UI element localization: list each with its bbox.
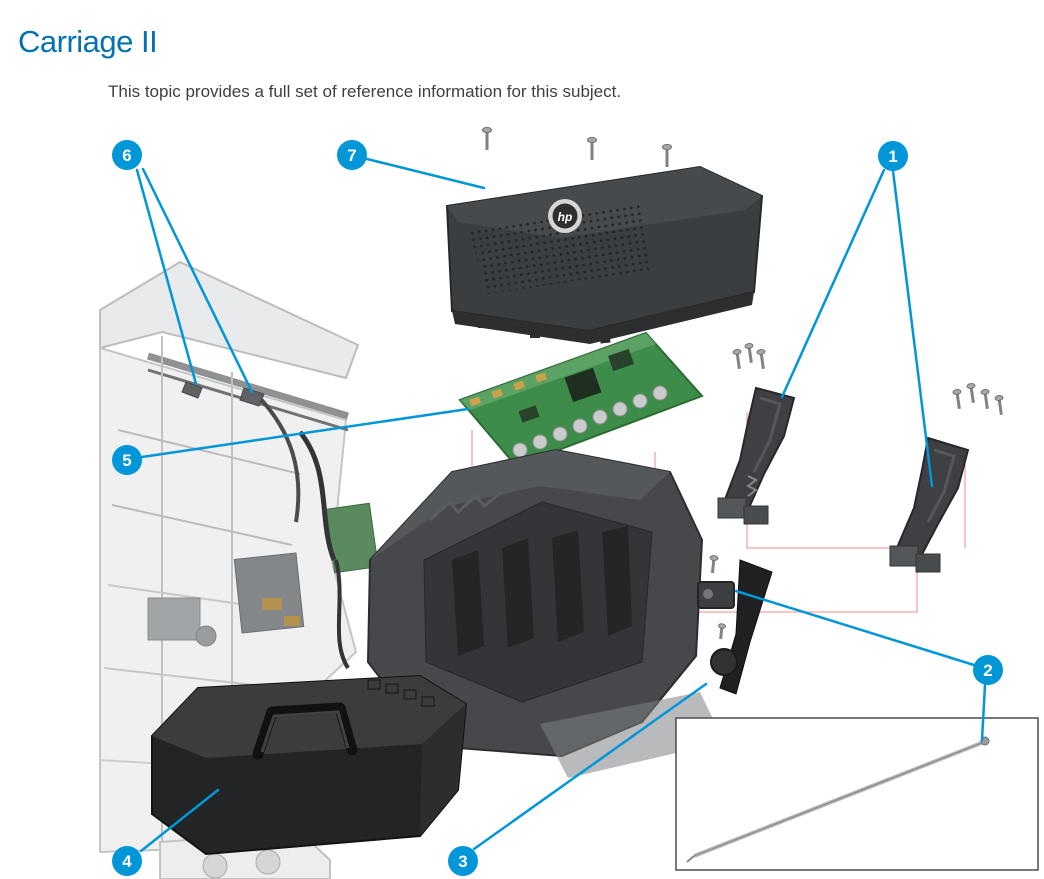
callout-1-number: 1 xyxy=(888,146,898,166)
callout-6-number: 6 xyxy=(122,145,132,165)
screw xyxy=(756,349,766,370)
belt-assembly-part xyxy=(697,555,773,695)
callout-5-number: 5 xyxy=(122,450,132,470)
callout-5: 5 xyxy=(112,445,142,475)
page-title: Carriage II xyxy=(18,24,158,59)
screw xyxy=(980,389,990,410)
screw xyxy=(587,136,597,160)
callout-4: 4 xyxy=(112,846,142,876)
cover-handle xyxy=(252,702,358,760)
carriage-body-part xyxy=(366,448,724,778)
leader-lines xyxy=(135,157,987,853)
cutter-assembly-right xyxy=(889,383,1004,573)
clip-part xyxy=(181,381,203,399)
screw xyxy=(709,555,719,574)
page-subtitle: This topic provides a full set of refere… xyxy=(108,82,622,101)
cutter-assembly-left xyxy=(717,343,796,525)
callout-2-number: 2 xyxy=(983,660,993,680)
screw xyxy=(662,143,672,167)
callout-4-number: 4 xyxy=(122,851,132,871)
callout-6: 6 xyxy=(112,140,142,170)
callout-3-number: 3 xyxy=(458,851,468,871)
hp-logo-icon: hp xyxy=(548,199,582,233)
screw xyxy=(718,623,726,640)
screw xyxy=(966,383,976,404)
top-cover-part: hp xyxy=(445,126,764,344)
callout-2: 2 xyxy=(973,655,1003,685)
screw xyxy=(482,126,492,150)
screw xyxy=(952,389,962,410)
callout-7-number: 7 xyxy=(347,145,357,165)
pcb-part xyxy=(458,331,704,468)
encoder-strip-box xyxy=(675,717,1039,871)
callout-7: 7 xyxy=(337,140,367,170)
hp-logo-text: hp xyxy=(558,210,573,224)
screw xyxy=(732,349,742,370)
screw xyxy=(994,395,1004,416)
callout-3: 3 xyxy=(448,846,478,876)
callout-1: 1 xyxy=(878,141,908,171)
clip-part xyxy=(239,387,265,407)
lower-cover-part xyxy=(151,674,468,856)
screw xyxy=(744,343,754,364)
